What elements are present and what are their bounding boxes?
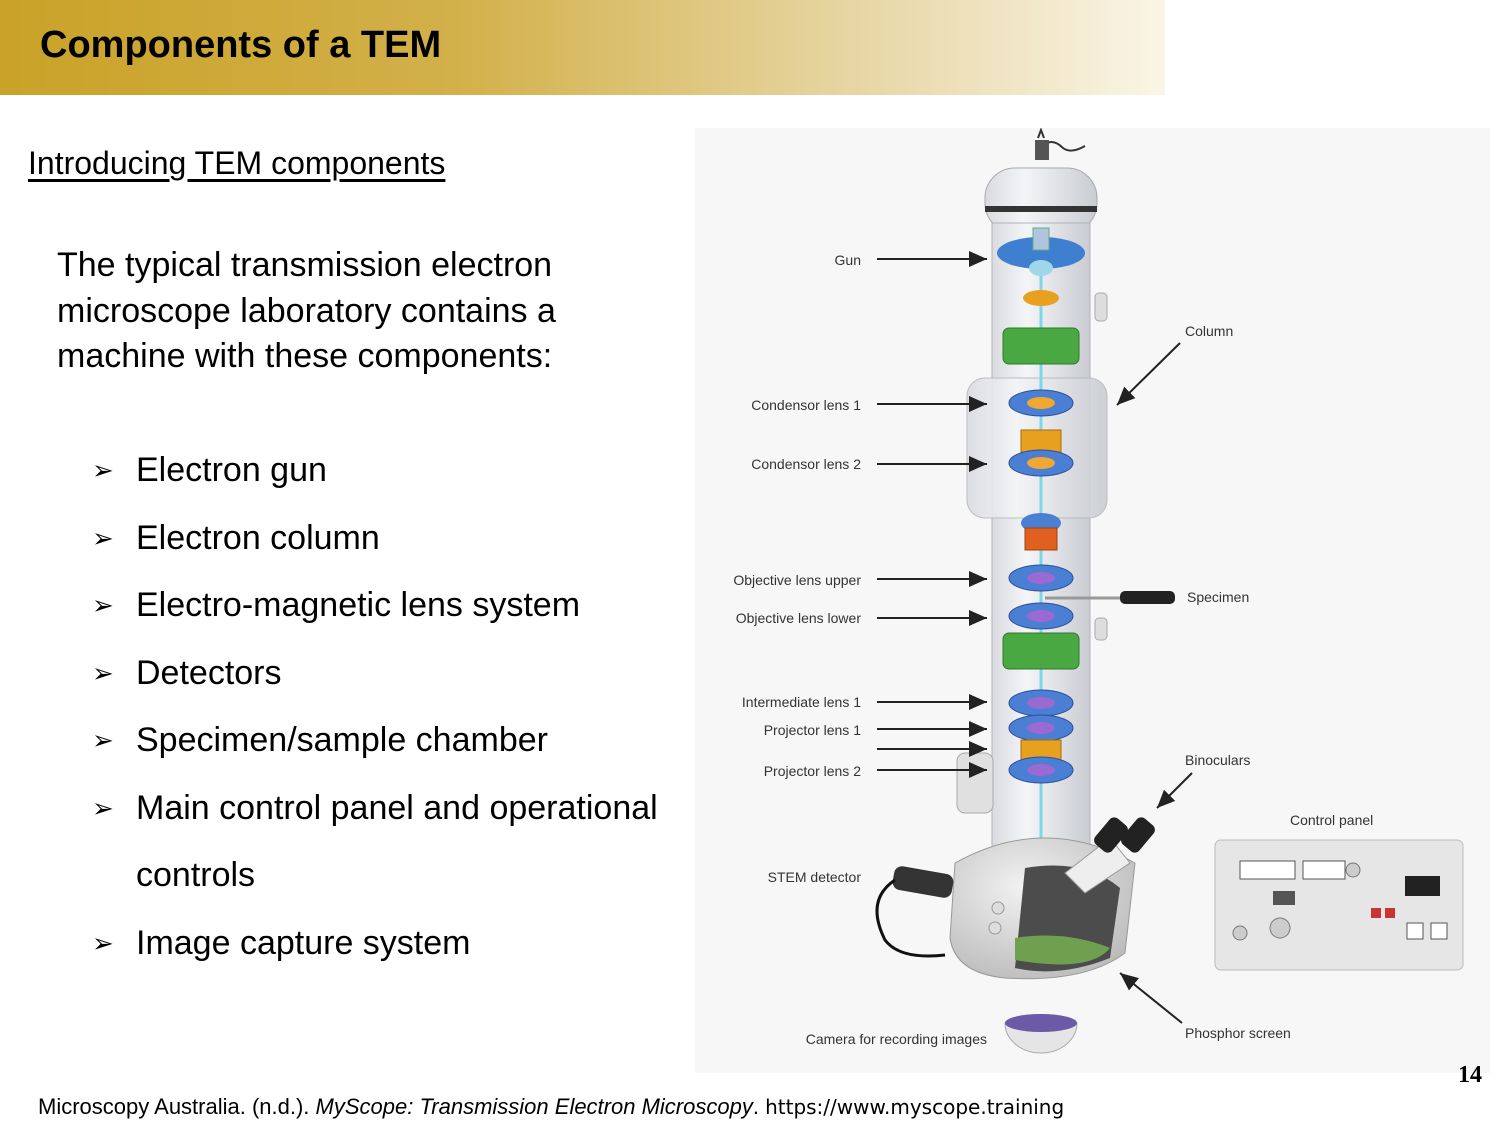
label-binoculars: Binoculars xyxy=(1185,752,1250,768)
control-panel-icon xyxy=(1214,839,1464,971)
list-item: ➢ Specimen/sample chamber xyxy=(92,707,732,775)
label-column: Column xyxy=(1185,323,1233,339)
projector-lens-icon xyxy=(1008,689,1074,784)
list-item: ➢ Image capture system xyxy=(92,910,732,978)
list-item-label: Specimen/sample chamber xyxy=(136,721,548,759)
citation-separator: . xyxy=(752,1094,766,1119)
list-item-label: Main control panel and operational contr… xyxy=(136,788,658,895)
label-gun: Gun xyxy=(835,252,861,268)
title-banner: Components of a TEM xyxy=(0,0,1165,95)
camera-icon xyxy=(1004,1014,1078,1054)
list-item-label: Image capture system xyxy=(136,923,471,962)
citation-title: MyScope: Transmission Electron Microscop… xyxy=(315,1094,753,1119)
page-number: 14 xyxy=(1458,1062,1482,1088)
arrow-bullet-icon: ➢ xyxy=(92,590,114,620)
aperture-lens-icon xyxy=(1002,632,1080,670)
arrow-bullet-icon: ➢ xyxy=(92,792,114,823)
citation-url[interactable]: https://www.myscope.training xyxy=(765,1095,1065,1119)
label-objective-lower: Objective lens lower xyxy=(736,610,862,626)
list-item-label: Detectors xyxy=(136,653,282,692)
arrow-bullet-icon: ➢ xyxy=(92,725,114,755)
label-camera: Camera for recording images xyxy=(806,1031,987,1047)
list-item: ➢ Main control panel and operational cont… xyxy=(92,775,732,910)
intro-paragraph: The typical transmission electron micros… xyxy=(57,246,556,375)
list-item: ➢ Detectors xyxy=(92,640,732,708)
list-item: ➢ Electron column xyxy=(92,505,732,573)
citation-author: Microscopy Australia. (n.d.). xyxy=(38,1094,316,1119)
label-projector-1: Projector lens 1 xyxy=(764,722,861,738)
stem-detector-icon xyxy=(875,866,954,958)
arrow-bullet-icon: ➢ xyxy=(92,455,114,485)
condensor-lens-icon xyxy=(1008,389,1074,477)
citation: Microscopy Australia. (n.d.). MyScope: T… xyxy=(38,1094,1064,1120)
arrow-bullet-icon: ➢ xyxy=(92,522,114,553)
list-item-label: Electron column xyxy=(136,518,380,557)
label-stem-detector: STEM detector xyxy=(768,869,862,885)
binoculars-icon xyxy=(1064,817,1155,894)
objective-lens-icon xyxy=(1008,513,1074,630)
label-condensor-1: Condensor lens 1 xyxy=(751,397,861,413)
label-objective-upper: Objective lens upper xyxy=(733,572,861,588)
label-control-panel: Control panel xyxy=(1290,812,1373,828)
label-condensor-2: Condensor lens 2 xyxy=(751,456,861,472)
arrow-bullet-icon: ➢ xyxy=(92,657,114,688)
list-item: ➢ Electro-magnetic lens system xyxy=(92,572,732,640)
label-phosphor-screen: Phosphor screen xyxy=(1185,1025,1291,1041)
list-item-label: Electron gun xyxy=(136,451,327,489)
label-specimen: Specimen xyxy=(1187,589,1249,605)
tem-illustration: Gun Column Condensor lens 1 Condensor le… xyxy=(695,127,1490,1073)
gun-icon xyxy=(997,227,1085,306)
list-item-label: Electro-magnetic lens system xyxy=(136,586,581,624)
component-list: ➢ Electron gun ➢ Electron column ➢ Electro-… xyxy=(92,437,732,977)
label-intermediate-1: Intermediate lens 1 xyxy=(742,694,861,710)
specimen-holder-icon xyxy=(1045,591,1175,604)
tem-diagram: Gun Column Condensor lens 1 Condensor le… xyxy=(695,127,1490,1073)
aperture-lens-icon xyxy=(1002,327,1080,365)
list-item: ➢ Electron gun xyxy=(92,437,732,505)
label-projector-2: Projector lens 2 xyxy=(764,763,861,779)
diagram-labels: Gun Column Condensor lens 1 Condensor le… xyxy=(733,251,1373,1047)
slide-title: Components of a TEM xyxy=(40,24,442,66)
arrow-bullet-icon: ➢ xyxy=(92,927,114,958)
section-subtitle: Introducing TEM components xyxy=(28,145,446,181)
